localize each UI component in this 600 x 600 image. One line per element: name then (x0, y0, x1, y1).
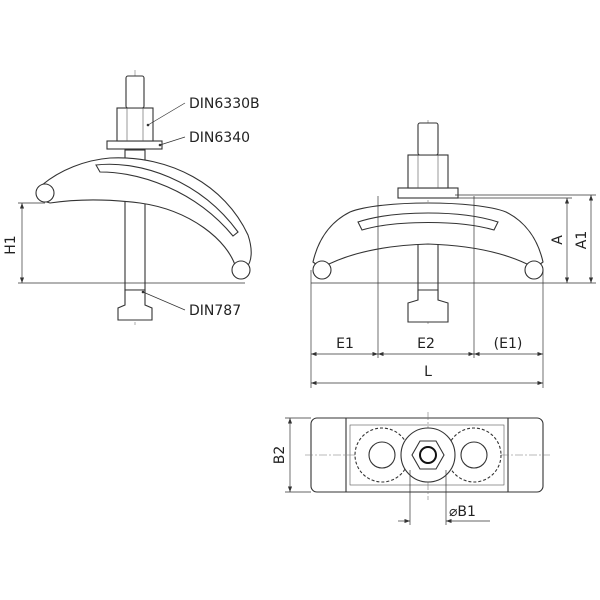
clamp-body-front (312, 202, 544, 269)
hex-nut (116, 107, 154, 142)
tslot-bolt-head (117, 289, 153, 321)
dim-b1-label: ⌀B1 (449, 504, 476, 520)
callout-din6340: DIN6340 (189, 130, 250, 146)
pivot-ball-front-right (524, 260, 544, 280)
threaded-stud (125, 75, 145, 109)
bore-right (460, 441, 488, 469)
tslot-bolt-head-front (407, 289, 449, 323)
hex-nut-front (407, 154, 449, 189)
clamp-slot (95, 163, 239, 237)
bore-left (368, 441, 396, 469)
callout-din6330b: DIN6330B (189, 96, 260, 112)
dim-e1-reference-label: (E1) (494, 336, 523, 352)
dim-a-label: A (550, 235, 566, 245)
pivot-ball-front-left (312, 260, 332, 280)
dim-h1-label: H1 (3, 235, 19, 254)
dim-a1-label: A1 (574, 231, 590, 249)
dim-e1-label: E1 (336, 336, 354, 352)
washer-front (397, 187, 459, 199)
front-view: E1 E2 (E1) L A A1 (310, 120, 596, 388)
hex-nut-top (411, 440, 445, 470)
washer (106, 140, 163, 150)
clamp-body (39, 157, 252, 269)
pivot-ball-right (231, 260, 251, 280)
threaded-stud-front (417, 122, 439, 156)
stud-top (419, 446, 437, 464)
dim-b2-label: B2 (272, 446, 288, 465)
callout-din787: DIN787 (189, 303, 241, 319)
dim-l-label: L (424, 364, 432, 380)
clamp-slot-front (357, 212, 499, 231)
dim-e2-label: E2 (417, 336, 435, 352)
pivot-ball-left (35, 183, 55, 203)
side-view: H1 DIN6330B DIN6340 DIN787 (3, 70, 260, 325)
top-view: B2 ⌀B1 (272, 412, 550, 525)
